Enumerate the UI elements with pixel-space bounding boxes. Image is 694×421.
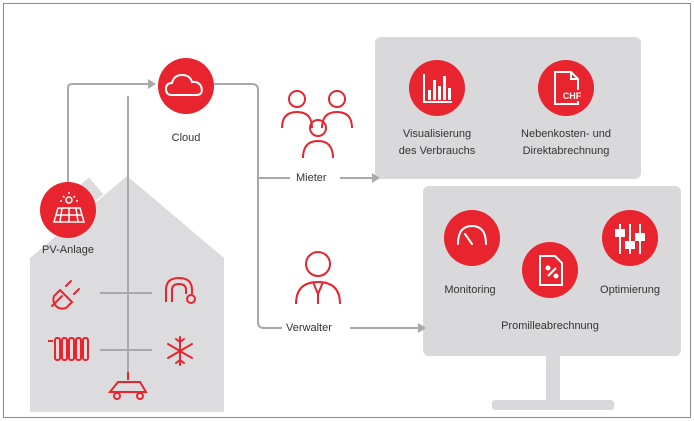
nebenkosten-label-line1: Nebenkosten- und	[521, 128, 611, 140]
plug-icon	[51, 280, 80, 310]
radiator-icon	[48, 337, 89, 361]
nebenkosten-node	[538, 60, 594, 116]
visualisierung-label-line2: des Verbrauchs	[398, 145, 476, 157]
connector-lines	[67, 83, 418, 375]
pv-node	[40, 182, 96, 238]
pv-to-cloud-line	[67, 83, 148, 190]
cloud-icon	[164, 73, 203, 96]
bar-chart-icon	[423, 74, 452, 103]
mieter-label: Mieter	[296, 172, 327, 184]
document-percent-icon	[539, 255, 563, 286]
house-chimney	[76, 177, 104, 205]
visualisierung-node	[409, 60, 465, 116]
monitor-base	[492, 400, 614, 410]
monitor-stand	[546, 356, 560, 402]
mieter-people-icon	[281, 90, 353, 159]
cloud-node	[158, 58, 214, 114]
pv-label: PV-Anlage	[42, 244, 94, 256]
chf-badge: CHF	[563, 91, 582, 101]
sliders-icon	[615, 224, 645, 254]
verwalter-person-icon	[295, 251, 341, 305]
gauge-icon	[457, 224, 487, 245]
monitoring-node	[444, 210, 500, 266]
arrow-head-cloud	[148, 79, 156, 89]
cloud-label: Cloud	[171, 132, 201, 144]
heat-pump-icon	[165, 276, 196, 304]
arrow-head-mieter	[372, 173, 380, 183]
monitoring-label: Monitoring	[444, 284, 496, 296]
cloud-split-line	[214, 83, 282, 329]
optimierung-label: Optimierung	[600, 284, 660, 296]
visualisierung-label-line1: Visualisierung	[402, 128, 472, 140]
nebenkosten-label-line2: Direktabrechnung	[522, 145, 610, 157]
snowflake-icon	[167, 336, 193, 366]
arrow-head-verwalter	[418, 323, 426, 333]
verwalter-label: Verwalter	[286, 322, 332, 334]
ev-charging-icon	[107, 372, 148, 400]
solar-panel-icon	[53, 192, 85, 223]
promille-label: Promilleabrechnung	[501, 320, 599, 332]
promille-node	[522, 242, 578, 298]
chf-document-icon	[554, 71, 584, 105]
